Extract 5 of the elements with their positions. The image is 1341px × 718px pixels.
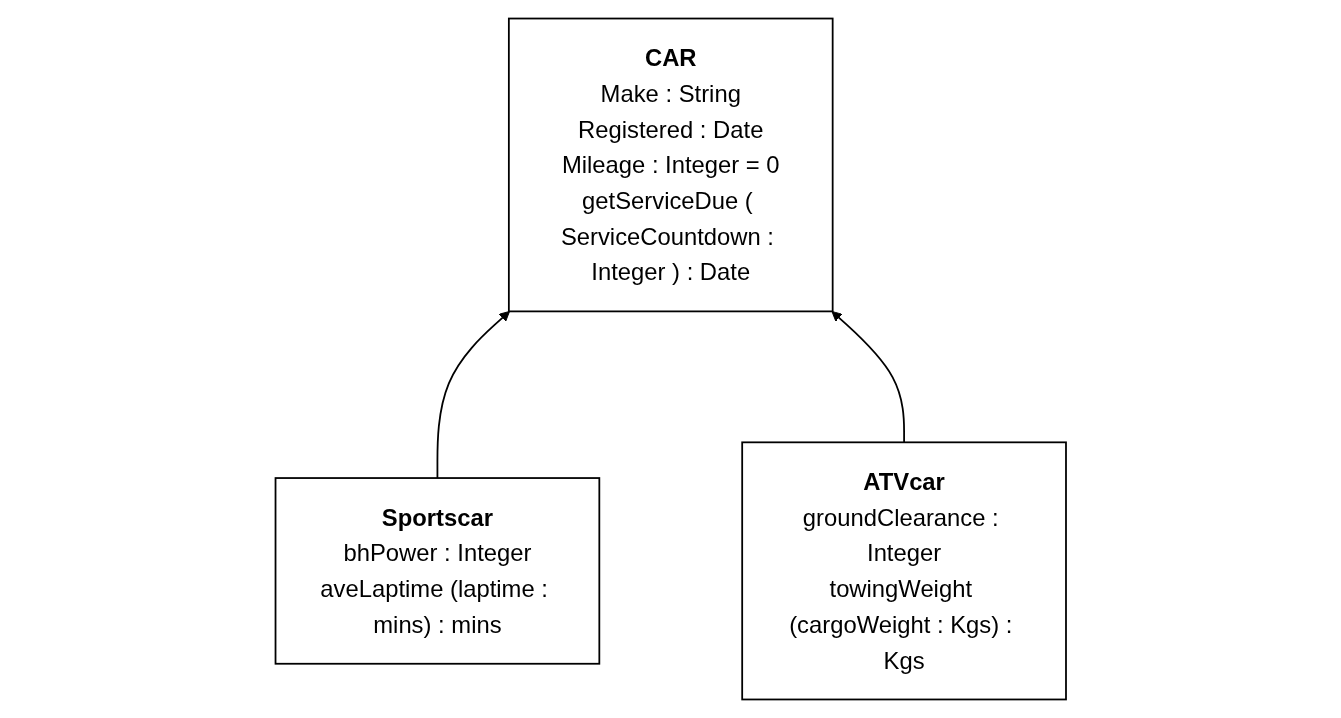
node-box: ATVcar groundClearance : Integer towingWeight (cargoWeight : Kgs) : Kgs	[741, 441, 1067, 701]
arrow	[831, 310, 905, 444]
node-box: CAR Make : String Registered : Date Mileage : Integer = 0 getServiceDue ( ServiceCountdown : Integer ) : Date	[507, 17, 834, 313]
node-box: Sportscar bhPower : Integer aveLaptime (laptime : mins) : mins	[274, 477, 600, 665]
arrow	[436, 310, 510, 479]
